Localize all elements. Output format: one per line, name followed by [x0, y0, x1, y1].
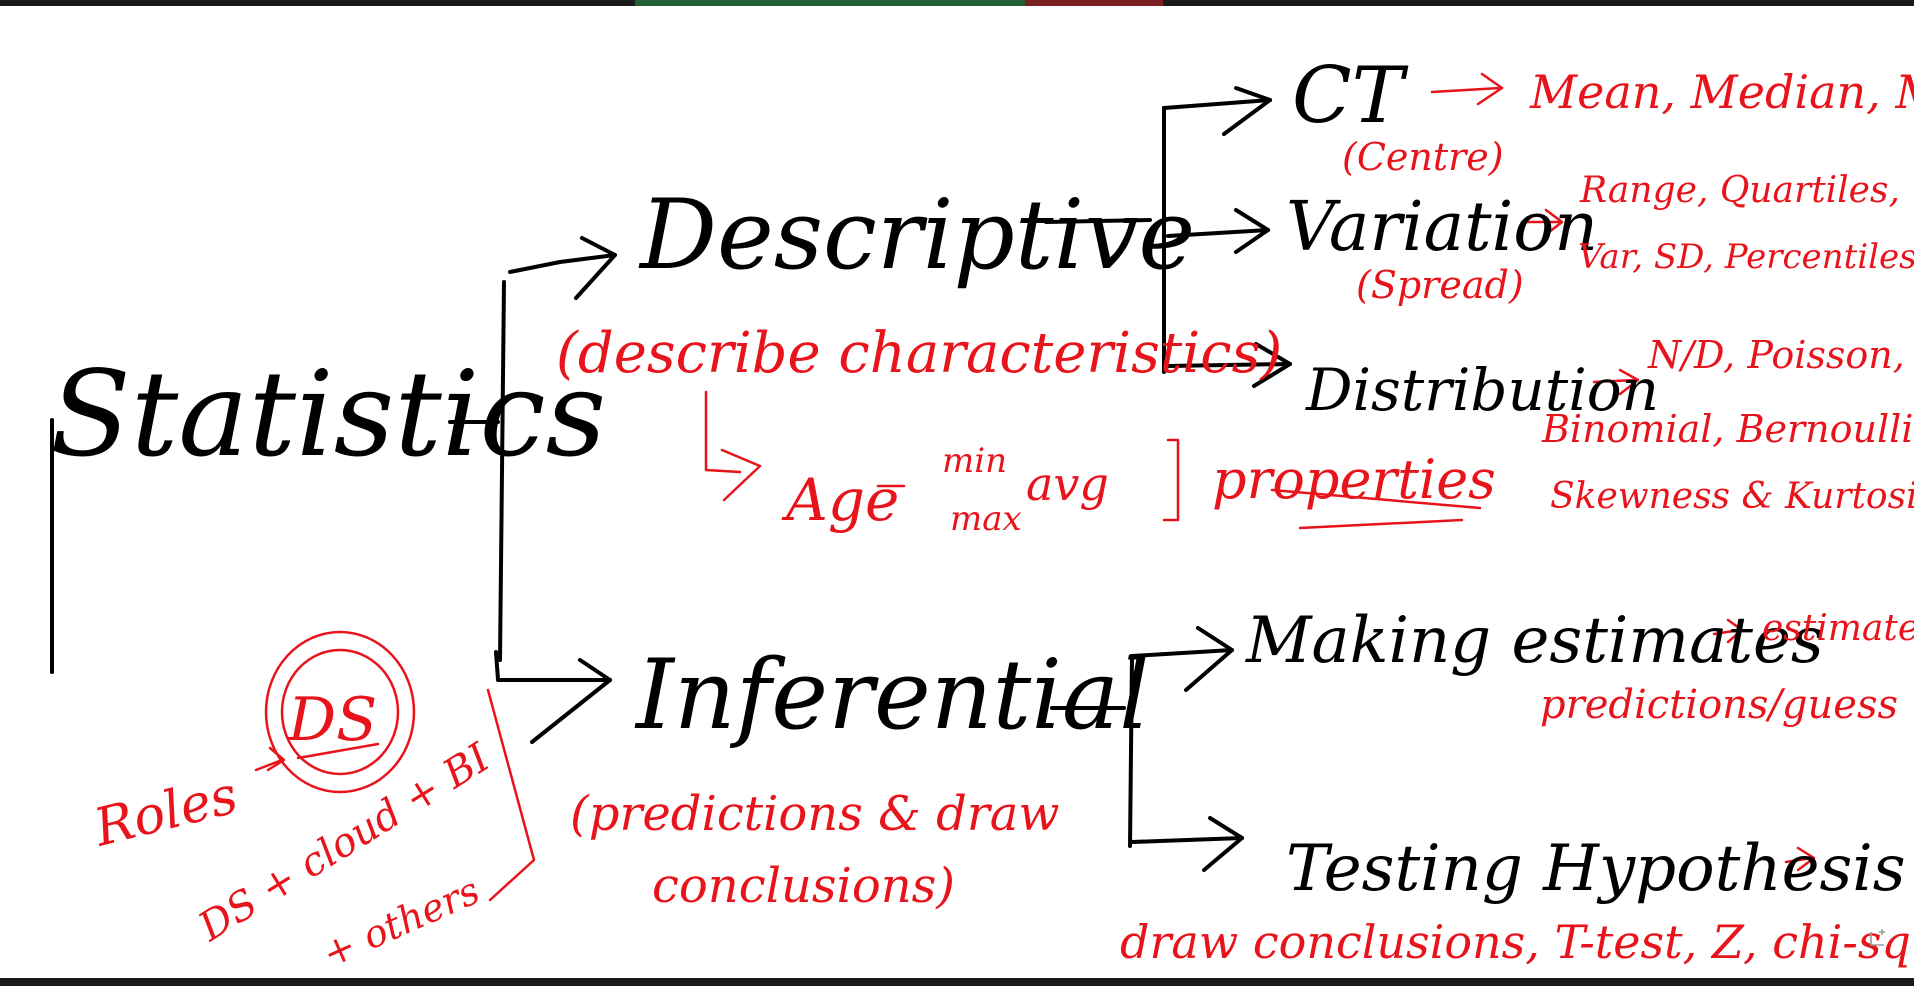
node-inferential: Inferential — [634, 639, 1150, 751]
hypothesis-examples-arrow-head — [1796, 846, 1816, 872]
node-variation: Variation — [1286, 188, 1598, 267]
inferential-fork-line — [1128, 654, 1134, 848]
example-properties: properties — [1212, 448, 1496, 511]
arrow-to-inferential — [494, 650, 612, 682]
arrow-head-distribution — [1252, 342, 1292, 388]
descriptive-connector — [1044, 218, 1152, 224]
arrow-head-estimates — [1184, 626, 1234, 692]
example-arrow-head — [720, 448, 762, 502]
inferential-note-line1: (predictions & draw — [570, 786, 1059, 842]
node-statistics: Statistics — [50, 345, 606, 483]
distribution-examples-arrow — [1592, 378, 1638, 384]
distribution-examples-line2: Binomial, Bernoulli — [1541, 407, 1913, 451]
variation-examples-line2: Var, SD, Percentiles — [1578, 237, 1914, 277]
arrow-to-ct — [1162, 98, 1272, 110]
top-bar-green-segment — [635, 0, 1025, 6]
hypothesis-examples: draw conclusions, T-test, Z, chi-square — [1120, 915, 1914, 969]
estimates-examples-arrow-head — [1726, 618, 1744, 644]
ct-note: (Centre) — [1342, 135, 1504, 179]
ds-combo-brace — [486, 688, 536, 902]
arrow-to-descriptive — [508, 253, 617, 274]
side-note-ds: DS — [287, 685, 377, 755]
avg-brace — [1162, 438, 1180, 522]
estimates-examples-arrow — [1712, 628, 1742, 636]
top-window-bar — [0, 0, 1914, 6]
node-making-estimates: Making estimates — [1245, 604, 1824, 678]
node-descriptive: Descriptive — [638, 179, 1195, 291]
example-max: max — [950, 499, 1022, 539]
tree-connectors — [50, 86, 1292, 872]
example-age: Age — [781, 466, 899, 534]
ct-examples: Mean, Median, Mode — [1529, 65, 1914, 119]
hypothesis-examples-arrow — [1784, 856, 1814, 864]
ds-circle-outer — [264, 630, 416, 794]
ct-examples-arrow — [1430, 86, 1502, 94]
distribution-examples-arrow-head — [1618, 368, 1640, 396]
estimates-examples-line2: predictions/guess — [1540, 682, 1898, 728]
inferential-note-line2: conclusions) — [652, 858, 955, 914]
root-fork-line — [498, 280, 506, 662]
node-distribution: Distribution — [1305, 356, 1659, 424]
ds-underline — [296, 742, 380, 760]
arrow-to-variation — [1166, 228, 1270, 238]
arrow-to-distribution — [1166, 362, 1292, 368]
estimates-examples-line1: estimates — [1762, 608, 1914, 649]
descriptive-note: (describe characteristics) — [556, 321, 1282, 386]
node-testing-hypothesis: Testing Hypothesis — [1286, 832, 1906, 906]
example-min: min — [942, 441, 1007, 481]
arrow-head-ct — [1222, 86, 1272, 136]
side-note-roles: Roles — [88, 765, 244, 858]
roles-arrow — [254, 758, 284, 772]
node-ct: CT — [1292, 51, 1409, 141]
variation-examples-line1: Range, Quartiles, — [1579, 170, 1900, 211]
side-note-combo-line2: + others — [316, 868, 486, 976]
variation-examples-arrow-head — [1542, 208, 1564, 238]
arrow-to-hypothesis — [1130, 836, 1244, 844]
expand-corner-icon[interactable] — [1868, 926, 1890, 948]
properties-underline-1 — [1270, 488, 1482, 510]
arrow-head-descriptive — [574, 236, 617, 300]
arrow-head-variation — [1234, 208, 1270, 254]
variation-note: (Spread) — [1356, 263, 1524, 307]
distribution-examples-line1: N/D, Poisson, — [1647, 333, 1905, 377]
annotation-strokes — [254, 72, 1816, 902]
properties-underline-2 — [1298, 518, 1464, 530]
top-bar-red-segment — [1025, 0, 1163, 6]
ds-circle-inner — [280, 648, 400, 776]
bottom-window-bar — [0, 978, 1914, 986]
arrow-to-estimates — [1130, 648, 1234, 658]
arrow-head-hypothesis — [1202, 816, 1244, 872]
example-avg: avg — [1026, 457, 1109, 511]
arrow-head-inferential — [530, 658, 612, 744]
ct-examples-arrow-head — [1476, 72, 1504, 106]
example-bracket — [704, 390, 742, 474]
distribution-examples-line3: Skewness & Kurtosis — [1550, 476, 1914, 517]
